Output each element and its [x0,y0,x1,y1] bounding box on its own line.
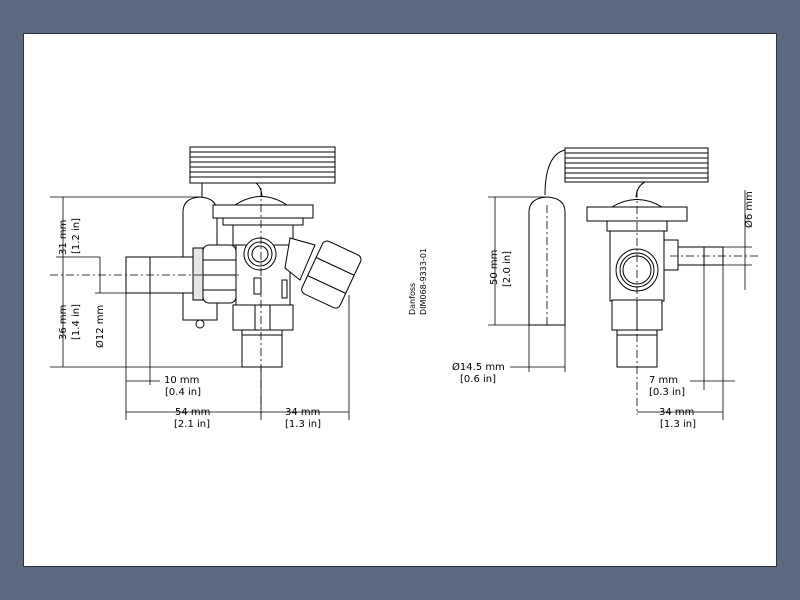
dim-7mm-in: [0.3 in] [649,387,685,398]
dim-50mm: 50 mm [489,250,500,285]
outlet-fitting [241,329,283,368]
left-valve-view: 31 mm [1.2 in] 36 mm [1.4 in] Ø12 mm 10 … [50,146,362,430]
dim-31mm-in: [1.2 in] [71,218,82,254]
dim-54mm: 54 mm [175,407,210,418]
dimension-lines-right [488,190,752,420]
equalizer-pipe [677,246,724,266]
brand-label: Danfoss [408,283,417,315]
dim-36mm: 36 mm [58,305,69,340]
dim-14-5mm: Ø14.5 mm [452,361,505,373]
dim-50mm-in: [2.0 in] [502,251,513,287]
dim-54mm-in: [2.1 in] [174,419,210,430]
drawing-number: DIM068-9333-01 [419,248,428,315]
outlet-port [243,237,277,271]
sensor-coil-right [544,147,709,198]
dimension-lines-left [50,196,350,420]
dim-34mm-right-in: [1.3 in] [660,419,696,430]
dim-7mm: 7 mm [649,375,678,386]
dim-12mm: Ø12 mm [94,305,106,348]
dim-10mm-in: [0.4 in] [165,387,201,398]
diaphragm [212,204,314,219]
flare-nut [301,240,362,309]
dim-34mm-left-in: [1.3 in] [285,419,321,430]
sensor-coil [189,146,336,199]
right-valve-view: 50 mm [2.0 in] Ø14.5 mm [0.6 in] Ø6 mm 7… [452,147,760,430]
dim-34mm-right: 34 mm [659,407,694,418]
dim-10mm: 10 mm [164,375,199,386]
dim-31mm: 31 mm [58,220,69,255]
dim-34mm-left: 34 mm [285,407,320,418]
dim-36mm-in: [1.4 in] [71,304,82,340]
dim-6mm: Ø6 mm [743,191,755,228]
dim-14-5mm-in: [0.6 in] [460,374,496,385]
